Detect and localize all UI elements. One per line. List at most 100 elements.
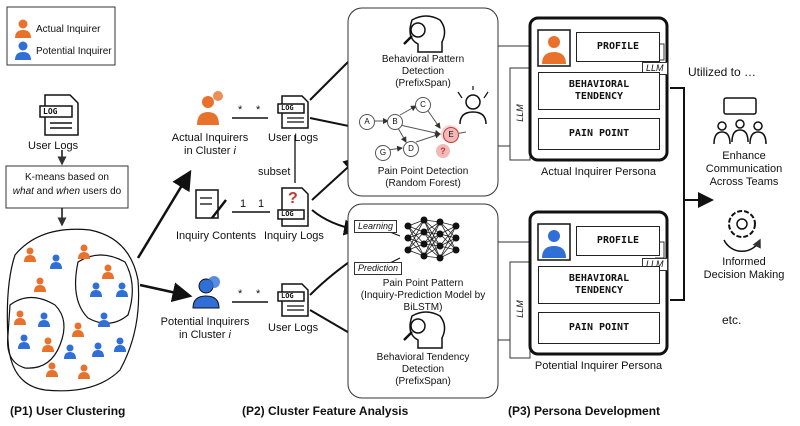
p2-user-logs-top-icon — [277, 95, 309, 129]
phase-p2-label: (P2) Cluster Feature Analysis — [242, 404, 409, 418]
actual-persona-avatar-icon — [537, 29, 571, 67]
star-top-right: * — [256, 104, 261, 116]
frustrated-person-icon — [457, 86, 489, 125]
cluster-person-icon — [78, 364, 90, 379]
kmeans-line1: K-means based on — [25, 172, 109, 183]
p2-inquiry-logs-icon — [277, 187, 309, 227]
learning-tag: Learning — [354, 220, 398, 233]
cluster-person-icon — [114, 337, 126, 352]
p1-log-tag: LOG — [43, 107, 58, 116]
one-right: 1 — [258, 198, 265, 210]
p1-log-document-icon — [39, 94, 79, 136]
star-bottom-right: * — [256, 288, 261, 300]
star-bottom-left: * — [238, 288, 243, 300]
behavioral-pattern-head-icon — [403, 15, 446, 53]
legend-actual-person-icon — [15, 19, 31, 38]
inquiry-log-tag: LOG — [281, 210, 294, 218]
actual-inquirers-person-icon — [197, 91, 223, 125]
graph-node-c: C — [415, 97, 431, 113]
legend-actual-label: Actual Inquirer — [36, 24, 101, 35]
top-log-tag: LOG — [281, 104, 294, 112]
inquiry-logs-label: Inquiry Logs — [264, 230, 324, 242]
actual-cluster-label: Actual Inquirers in Cluster i — [171, 132, 249, 157]
subset-label: subset — [258, 166, 291, 178]
behavioral-pattern-detection-label: Behavioral Pattern Detection (PrefixSpan… — [381, 54, 465, 89]
nn-node — [436, 218, 444, 226]
p2-user-logs-bottom-icon — [277, 283, 309, 317]
gear-decision-icon — [723, 210, 761, 252]
cluster-blob-right — [75, 254, 133, 324]
kmeans-line2: what and when users do — [12, 186, 122, 197]
nn-node — [420, 240, 428, 248]
llm-label-bottom: LLM — [515, 300, 525, 318]
behavioral-tendency-detection-label: Behavioral Tendency Detection (PrefixSpa… — [376, 352, 470, 387]
cluster-blob-outer — [6, 228, 140, 392]
actual-pain-point-box: PAIN POINT — [538, 118, 660, 150]
nn-node — [404, 246, 412, 254]
cluster-person-icon — [116, 282, 128, 297]
cluster-person-icon — [42, 337, 54, 352]
bottom-log-tag: LOG — [281, 292, 294, 300]
potential-persona-avatar-icon — [537, 223, 571, 261]
inquiry-question-mark: ? — [288, 190, 298, 207]
nn-node — [452, 234, 460, 242]
actual-persona-title: Actual Inquirer Persona — [541, 166, 656, 178]
informed-decision-label: Informed Decision Making — [703, 256, 785, 281]
kmeans-box — [5, 165, 129, 209]
legend-potential-person-icon — [15, 41, 31, 60]
nn-node — [452, 222, 460, 230]
cluster-person-icon — [78, 244, 90, 259]
cluster-person-icon — [90, 282, 102, 297]
potential-cluster-label: Potential Inquirers in Cluster i — [160, 316, 250, 341]
phase-p1-label: (P1) User Clustering — [10, 404, 126, 418]
graph-node-question: ? — [436, 144, 450, 158]
inquiry-contents-pen-icon — [195, 189, 227, 219]
potential-profile-box: PROFILE — [576, 226, 660, 256]
star-top-left: * — [238, 104, 243, 116]
legend-potential-label: Potential Inquirer — [36, 46, 112, 57]
cluster-person-icon — [102, 264, 114, 279]
cluster-person-icon — [46, 362, 58, 377]
potential-inquirers-person-icon — [192, 276, 220, 309]
potential-persona-title: Potential Inquirer Persona — [534, 360, 663, 372]
team-communication-icon — [713, 97, 767, 145]
cluster-person-icon — [38, 312, 50, 327]
potential-pain-point-box: PAIN POINT — [538, 312, 660, 344]
phase-p3-label: (P3) Persona Development — [508, 404, 661, 418]
user-logs-bottom-label: User Logs — [268, 322, 319, 334]
inquiry-contents-label: Inquiry Contents — [176, 230, 257, 242]
prediction-tag: Prediction — [354, 262, 403, 275]
cluster-person-icon — [50, 254, 62, 269]
bottom-analysis-panel — [347, 203, 499, 399]
nn-node — [452, 246, 460, 254]
graph-node-d: D — [403, 141, 419, 157]
behavioral-tendency-head-icon — [403, 311, 446, 349]
nn-node — [404, 222, 412, 230]
nn-node — [436, 254, 444, 262]
actual-profile-box: PROFILE — [576, 32, 660, 62]
cluster-blob-left — [7, 296, 65, 369]
utilized-title: Utilized to … — [688, 65, 757, 79]
nn-node — [436, 242, 444, 250]
graph-node-e: E — [443, 127, 459, 143]
one-left: 1 — [240, 198, 247, 210]
nn-node — [420, 228, 428, 236]
cluster-person-icon — [24, 247, 36, 262]
neural-network-icon — [404, 216, 460, 262]
cluster-person-icon — [18, 334, 30, 349]
cluster-person-icon — [14, 310, 26, 325]
nn-node — [420, 252, 428, 260]
graph-node-g: G — [375, 145, 391, 161]
graph-node-a: A — [359, 114, 375, 130]
nn-node — [436, 230, 444, 238]
cluster-person-icon — [92, 342, 104, 357]
cluster-person-icon — [64, 344, 76, 359]
cluster-person-icon — [34, 277, 46, 292]
nn-node — [420, 216, 428, 224]
cluster-person-icon — [72, 322, 84, 337]
enhance-communication-label: Enhance Communication Across Teams — [705, 150, 783, 188]
pain-point-pattern-label: Pain Point Pattern (Inquiry-Prediction M… — [360, 278, 486, 313]
user-logs-top-label: User Logs — [268, 132, 319, 144]
